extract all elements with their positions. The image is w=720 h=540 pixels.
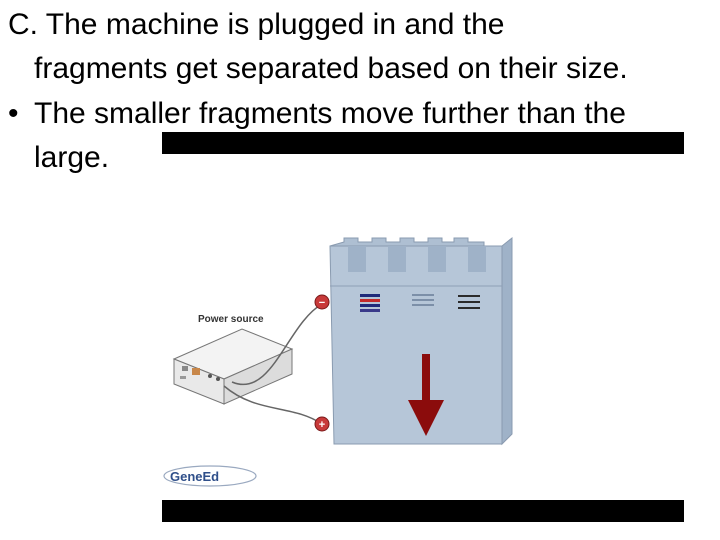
letterbox-top [162, 132, 684, 154]
geneed-logo: GeneEd [163, 465, 257, 487]
negative-electrode-icon [314, 294, 330, 310]
down-arrow-icon [408, 354, 444, 436]
bullet-dot: • [8, 97, 19, 130]
power-source-label: Power source [198, 314, 264, 325]
text-line-2: fragments get separated based on their s… [34, 52, 628, 85]
positive-wire [223, 385, 323, 425]
letterbox-bottom [162, 500, 684, 522]
display-icon [192, 368, 200, 375]
logo-text: GeneEd [170, 469, 219, 484]
positive-electrode-icon [314, 416, 330, 432]
dna-bands [360, 294, 480, 312]
text-line-4: large. [34, 141, 110, 174]
negative-sign: − [319, 297, 325, 309]
text-line-1: C. The machine is plugged in and the [8, 8, 505, 41]
text-line-3: The smaller fragments move further than … [34, 97, 626, 130]
positive-sign: + [319, 419, 325, 431]
negative-wire [231, 303, 323, 386]
electrophoresis-video: Power source [162, 132, 684, 522]
electrophoresis-illustration: Power source [163, 236, 513, 487]
